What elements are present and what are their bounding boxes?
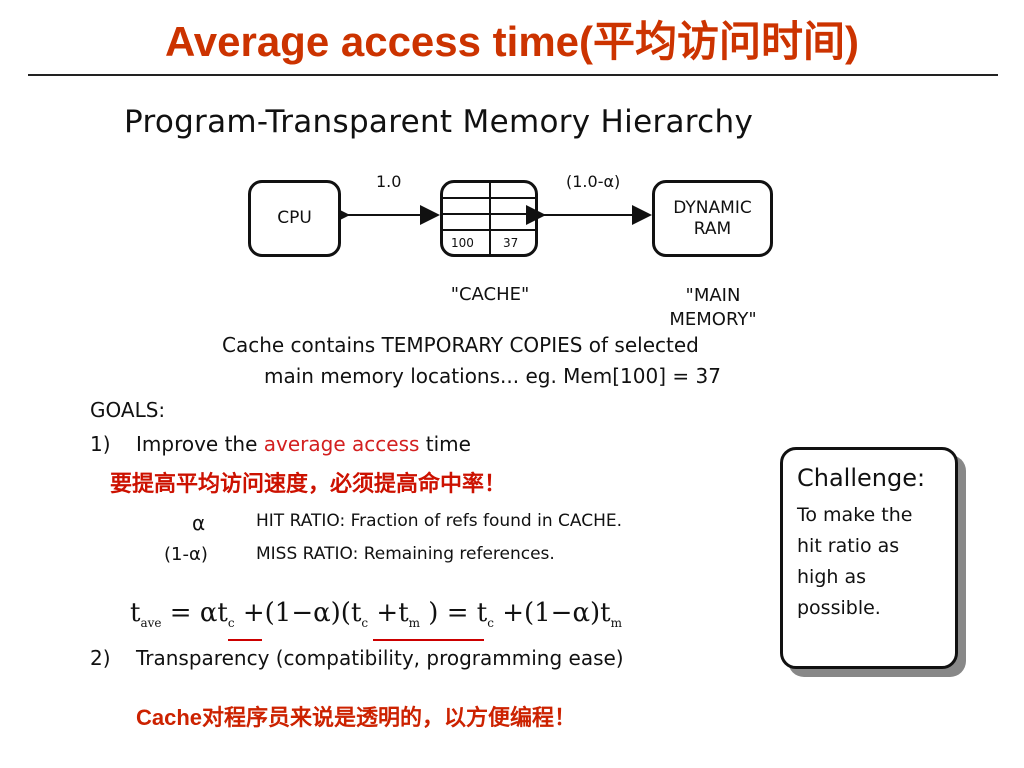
cache-dram-ratio: (1.0-α) bbox=[566, 172, 621, 191]
formula-sub-ave: ave bbox=[140, 616, 162, 631]
challenge-title: Challenge: bbox=[797, 464, 926, 492]
formula-sub-m2: m bbox=[610, 616, 622, 631]
formula-alpha-t: αt bbox=[199, 598, 228, 628]
main-memory-caption: "MAIN MEMORY" bbox=[650, 284, 776, 332]
formula-plus-part: +(1−α)(t bbox=[242, 598, 362, 628]
title-divider bbox=[28, 74, 998, 76]
hit-ratio-symbol: α bbox=[192, 511, 206, 535]
dram-box: DYNAMIC RAM bbox=[652, 180, 773, 257]
main-memory-line2: MEMORY" bbox=[669, 309, 757, 330]
challenge-box: Challenge: To make the hit ratio as high… bbox=[780, 447, 958, 669]
goals-label: GOALS: bbox=[90, 398, 166, 422]
average-access-formula: tave = αtc +(1−α)(tc +tm ) = tc +(1−α)tm bbox=[130, 598, 622, 630]
page-title: Average access time(平均访问时间) bbox=[164, 18, 860, 65]
goal-2-number: 2) bbox=[90, 646, 111, 670]
goal-2-chinese-note: Cache对程序员来说是透明的，以方便编程！ bbox=[136, 705, 577, 730]
goal-1-prefix: Improve the bbox=[136, 432, 258, 456]
goal-1-number: 1) bbox=[90, 432, 111, 456]
formula-eq: = bbox=[169, 598, 192, 628]
cache-column-line bbox=[489, 183, 491, 254]
formula-sub-c3: c bbox=[487, 616, 494, 631]
dram-label-line1: DYNAMIC bbox=[673, 197, 752, 218]
dram-label-line2: RAM bbox=[693, 218, 732, 239]
cpu-cache-ratio: 1.0 bbox=[376, 172, 402, 191]
miss-ratio-symbol: (1-α) bbox=[164, 544, 208, 565]
cpu-label: CPU bbox=[277, 208, 312, 228]
hit-ratio-text: HIT RATIO: Fraction of refs found in CAC… bbox=[256, 511, 623, 531]
challenge-line4: possible. bbox=[797, 597, 881, 619]
challenge-line1: To make the bbox=[797, 504, 913, 526]
cache-address: 100 bbox=[451, 236, 474, 250]
goal-2-text: Transparency (compatibility, programming… bbox=[136, 646, 624, 670]
miss-ratio-text: MISS RATIO: Remaining references. bbox=[256, 544, 555, 564]
cache-note-line2: main memory locations... eg. Mem[100] = … bbox=[264, 364, 721, 388]
cache-box: 100 37 bbox=[440, 180, 538, 257]
challenge-line3: high as bbox=[797, 566, 867, 588]
cache-note-line1: Cache contains TEMPORARY COPIES of selec… bbox=[222, 333, 699, 357]
formula-sub-m1: m bbox=[408, 616, 421, 631]
diagram-heading: Program-Transparent Memory Hierarchy bbox=[124, 104, 754, 140]
formula-sub-c1: c bbox=[227, 616, 235, 631]
goal-1-highlight: average access bbox=[263, 432, 420, 456]
formula-plus-tm: +t bbox=[376, 598, 409, 628]
formula-rhs: ) = t bbox=[428, 598, 488, 628]
goal-1-chinese-note: 要提高平均访问速度，必须提高命中率！ bbox=[110, 471, 507, 496]
formula-t: t bbox=[130, 598, 141, 628]
challenge-line2: hit ratio as bbox=[797, 535, 900, 557]
cpu-box: CPU bbox=[248, 180, 341, 257]
cache-value: 37 bbox=[503, 236, 519, 250]
formula-sub-c2: c bbox=[361, 616, 369, 631]
cache-caption: "CACHE" bbox=[450, 284, 530, 305]
goal-1-text: Improve the average access time bbox=[136, 432, 471, 456]
main-memory-line1: "MAIN bbox=[685, 285, 741, 306]
formula-rhs2: +(1−α)t bbox=[502, 598, 611, 628]
goal-1-suffix: time bbox=[425, 432, 471, 456]
